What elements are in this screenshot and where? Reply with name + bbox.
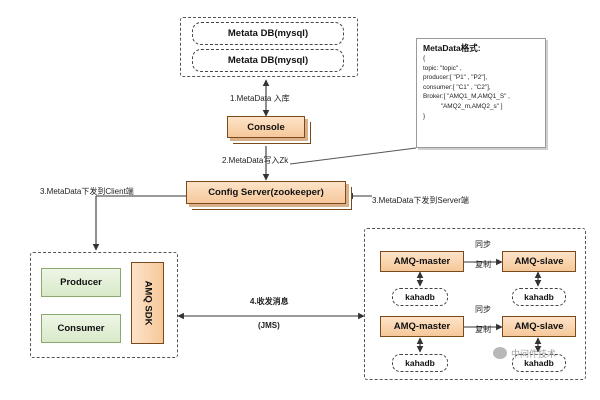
sync-label-2-line1: 同步 [475,305,491,314]
sync-label-2-line2: 复制 [475,325,491,334]
step-2-label: 2.MetaData写入Zk [222,156,289,165]
amq-slave-1: AMQ-slave [502,251,576,272]
metadata-db-primary-label: Metata DB(mysql) [227,28,309,39]
sync-label-2: 同步 复制 [471,305,495,335]
amq-master-2-label: AMQ-master [393,321,451,332]
metadata-format-line: producer:[ "P1" , "P2"], [423,74,488,82]
kahadb-master-2: kahadb [392,354,448,372]
config-server-box: Config Server(zookeeper) [186,181,346,204]
kahadb-master-2-label: kahadb [405,358,435,368]
line-to-metadata-note [289,147,417,165]
amq-sdk-label: AMQ SDK [142,280,153,326]
client-group [30,252,178,358]
kahadb-master-1: kahadb [392,288,448,306]
step-3-server-label: 3.MetaData下发到Server端 [372,196,469,205]
kahadb-master-1-label: kahadb [405,292,435,302]
sync-label-1-line1: 同步 [475,240,491,249]
metadata-db-secondary-label: Metata DB(mysql) [227,55,309,66]
kahadb-slave-1-label: kahadb [524,292,554,302]
amq-sdk-box: AMQ SDK [131,262,164,344]
kahadb-slave-2-label: kahadb [524,358,554,368]
watermark-text: 中间件技术 [511,349,557,359]
metadata-format-line: "AMQ2_m,AMQ2_s" ] [423,102,503,110]
consumer-label: Consumer [57,323,105,334]
step-1-label: 1.MetaData 入库 [230,94,290,103]
amq-slave-2: AMQ-slave [502,316,576,337]
consumer-box: Consumer [41,314,121,343]
metadata-format-line: { [423,55,426,62]
metadata-format-line: topic: "topic" , [423,64,462,72]
watermark-chat-icon [493,347,507,359]
metadata-format-note: MetaData格式: { topic: "topic" , producer:… [416,38,546,148]
step-3-client-label: 3.MetaData下发到Client端 [40,187,134,196]
producer-label: Producer [60,277,102,288]
step-4-label: 4.收发消息 [250,297,289,306]
sync-label-1: 同步 复制 [471,240,495,270]
amq-master-1-label: AMQ-master [393,256,451,267]
server-group [364,228,586,380]
metadata-format-line: } [423,112,426,120]
amq-master-2: AMQ-master [380,316,464,337]
sync-label-1-line2: 复制 [475,260,491,269]
amq-slave-1-label: AMQ-slave [514,256,564,267]
metadata-db-group [180,17,358,77]
metadata-db-primary: Metata DB(mysql) [192,22,344,45]
metadata-format-line: consumer:[ "C1" , "C2"], [423,83,491,91]
console-label: Console [247,121,285,133]
metadata-format-line: Broker:[ "AMQ1_M,AMQ1_S" , [423,93,510,101]
kahadb-slave-2: kahadb [512,354,566,372]
config-server-label: Config Server(zookeeper) [208,187,324,198]
kahadb-slave-1: kahadb [512,288,566,306]
console-box: Console [227,116,305,138]
amq-slave-2-label: AMQ-slave [514,321,564,332]
metadata-format-title: MetaData格式: [423,43,481,53]
amq-master-1: AMQ-master [380,251,464,272]
metadata-db-secondary: Metata DB(mysql) [192,49,344,72]
producer-box: Producer [41,268,121,297]
step-4-sublabel: (JMS) [258,321,280,330]
